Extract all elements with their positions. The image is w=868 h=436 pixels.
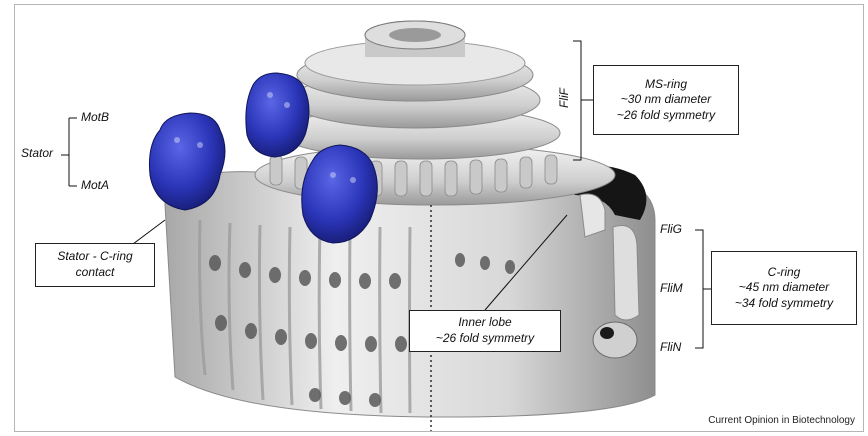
ms-ring-discs — [280, 21, 560, 159]
label-flig: FliG — [660, 223, 682, 237]
label-mota: MotA — [81, 179, 109, 193]
figure-frame: Stator MotB MotA FliF FliG FliM FliN MS-… — [14, 4, 864, 432]
label-motb: MotB — [81, 111, 109, 125]
stator-contact-box: Stator - C-ring contact — [35, 243, 155, 287]
ms-ring-symmetry: ~26 fold symmetry — [594, 108, 738, 124]
stator-contact-line2: contact — [36, 265, 154, 281]
label-stator: Stator — [21, 147, 53, 161]
stator-contact-line1: Stator - C-ring — [36, 249, 154, 265]
label-flin: FliN — [660, 341, 681, 355]
ms-ring-diameter: ~30 nm diameter — [594, 92, 738, 108]
c-ring-diameter: ~45 nm diameter — [712, 280, 856, 296]
inner-lobe-box: Inner lobe ~26 fold symmetry — [409, 310, 561, 352]
ms-ring-box: MS-ring ~30 nm diameter ~26 fold symmetr… — [593, 65, 739, 135]
c-ring-symmetry: ~34 fold symmetry — [712, 296, 856, 312]
inner-lobe-symmetry: ~26 fold symmetry — [410, 331, 560, 347]
label-flim: FliM — [660, 282, 683, 296]
inner-lobe-title: Inner lobe — [410, 315, 560, 331]
c-ring-box: C-ring ~45 nm diameter ~34 fold symmetry — [711, 251, 857, 325]
label-flif: FliF — [557, 88, 571, 108]
journal-credit: Current Opinion in Biotechnology — [708, 415, 855, 426]
c-ring-title: C-ring — [712, 265, 856, 281]
ms-ring-title: MS-ring — [594, 77, 738, 93]
